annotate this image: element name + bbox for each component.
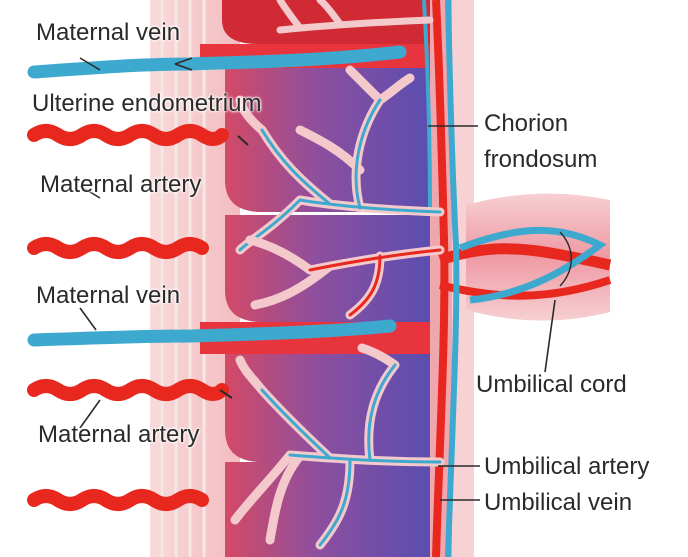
label-maternal-vein-mid: Maternal vein	[36, 283, 180, 309]
label-umbilical-vein: Umbilical vein	[484, 490, 632, 516]
label-chorion-frondosum-line2: frondosum	[484, 147, 597, 173]
label-maternal-artery-top: Maternal artery	[40, 172, 201, 198]
label-chorion-frondosum-line1: Chorion	[484, 111, 568, 137]
label-umbilical-artery: Umbilical artery	[484, 454, 649, 480]
label-maternal-artery-bottom: Maternal artery	[38, 422, 199, 448]
label-uterine-endometrium: Ulterine endometrium	[32, 91, 261, 117]
label-umbilical-cord: Umbilical cord	[476, 372, 627, 398]
label-maternal-vein-top: Maternal vein	[36, 20, 180, 46]
